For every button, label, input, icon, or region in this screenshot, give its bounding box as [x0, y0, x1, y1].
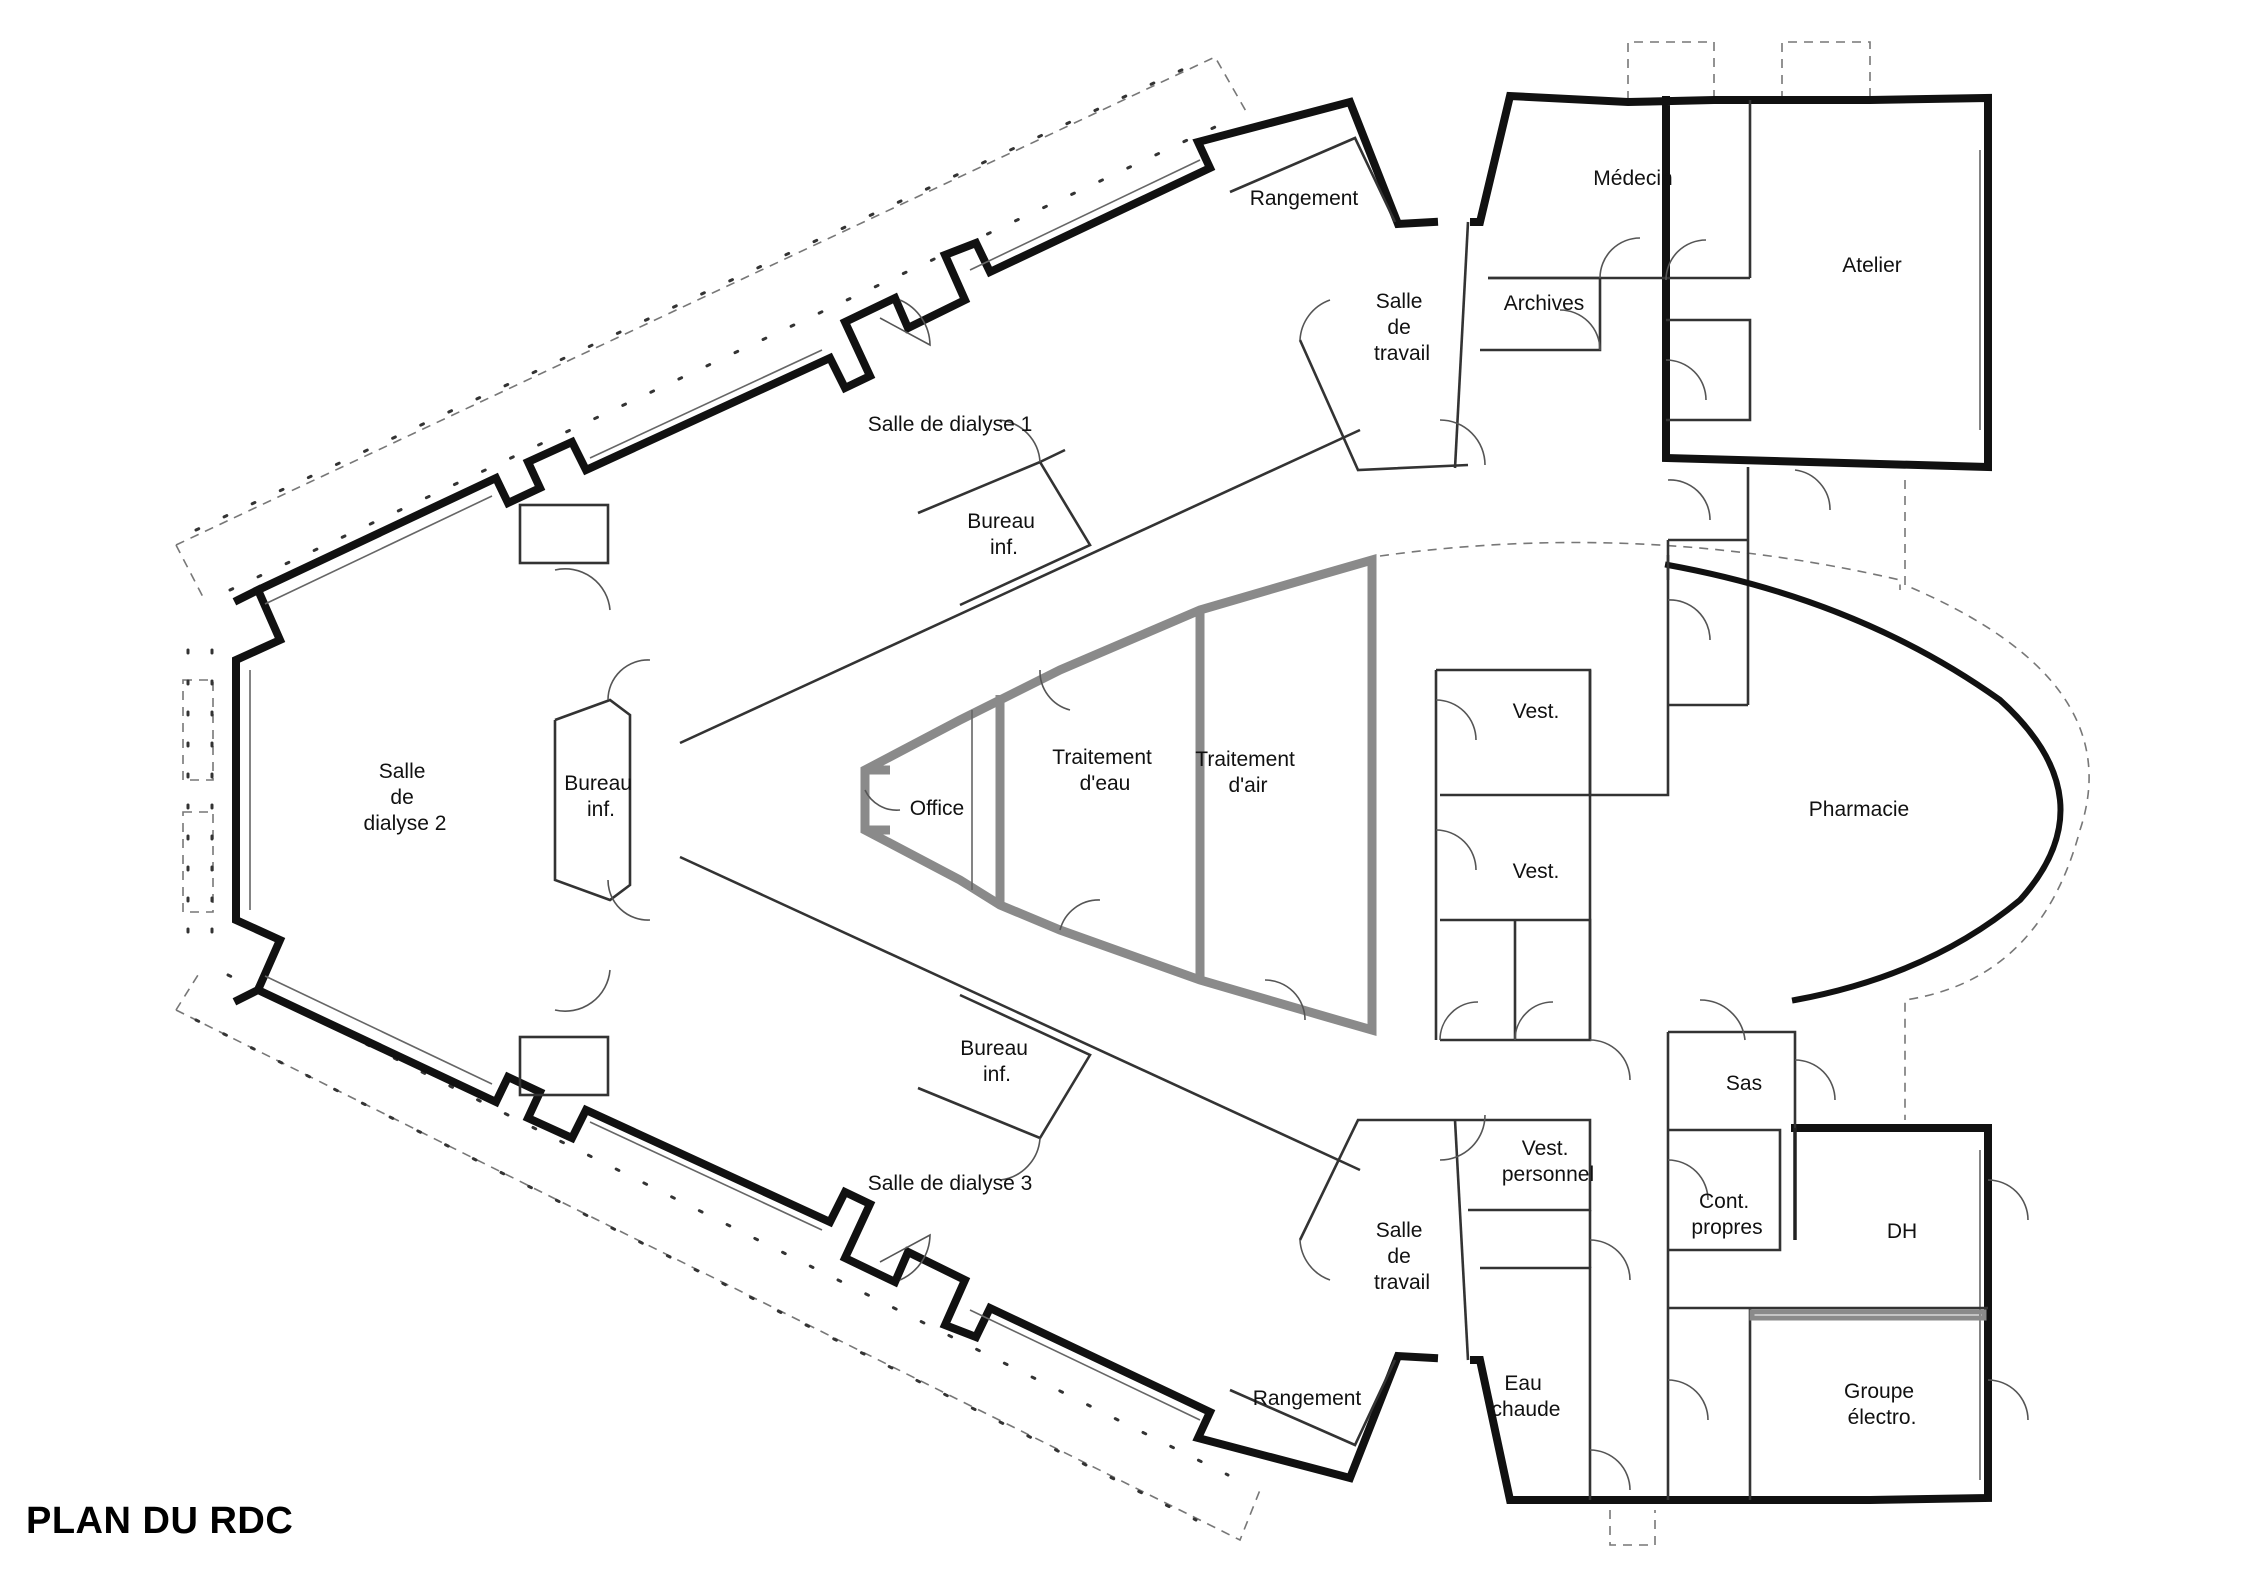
- exterior-walls: [232, 91, 1992, 1504]
- label-eau-chaude: Eau chaude: [1492, 1372, 1561, 1421]
- label-rangement-bottom: Rangement: [1253, 1387, 1362, 1410]
- label-cont-propres: Cont. propres: [1691, 1190, 1762, 1239]
- label-bureau-inf-bottom: Bureau inf.: [960, 1037, 1034, 1086]
- label-traitement-eau: Traitement d'eau: [1052, 746, 1157, 795]
- label-sas: Sas: [1726, 1072, 1762, 1095]
- label-vest-1: Vest.: [1513, 700, 1560, 723]
- door-swings: [554, 237, 2029, 1491]
- label-vest-personnel: Vest. personnel: [1502, 1137, 1594, 1186]
- pharmacie-wall: [1664, 555, 2064, 1004]
- label-dh: DH: [1887, 1220, 1917, 1243]
- eaves-outline: [175, 41, 2090, 1546]
- label-salle-travail-bottom: Salle de travail: [1374, 1219, 1430, 1294]
- plan-title: PLAN DU RDC: [26, 1500, 294, 1542]
- label-salle-dialyse-2: Salle de dialyse 2: [364, 760, 447, 835]
- label-bureau-inf-top: Bureau inf.: [967, 510, 1041, 559]
- label-pharmacie: Pharmacie: [1809, 798, 1909, 821]
- label-salle-dialyse-1: Salle de dialyse 1: [868, 413, 1033, 436]
- label-bureau-inf-left: Bureau inf.: [564, 772, 638, 821]
- interior-partitions: [518, 100, 1988, 1500]
- column-marks: [186, 66, 1232, 1522]
- label-vest-2: Vest.: [1513, 860, 1560, 883]
- label-salle-travail-top: Salle de travail: [1374, 290, 1430, 365]
- label-medecin: Médecin: [1593, 167, 1672, 190]
- windows: [249, 150, 1981, 1480]
- label-archives: Archives: [1504, 292, 1585, 315]
- label-groupe-electro: Groupe électro.: [1844, 1380, 1920, 1429]
- technical-core: [860, 554, 1377, 1036]
- label-atelier: Atelier: [1842, 254, 1902, 277]
- room-labels: Rangement Médecin Atelier Archives Salle…: [364, 167, 1920, 1429]
- label-office: Office: [910, 797, 964, 820]
- label-traitement-air: Traitement d'air: [1195, 748, 1300, 797]
- label-rangement-top: Rangement: [1250, 187, 1359, 210]
- label-salle-dialyse-3: Salle de dialyse 3: [868, 1172, 1033, 1195]
